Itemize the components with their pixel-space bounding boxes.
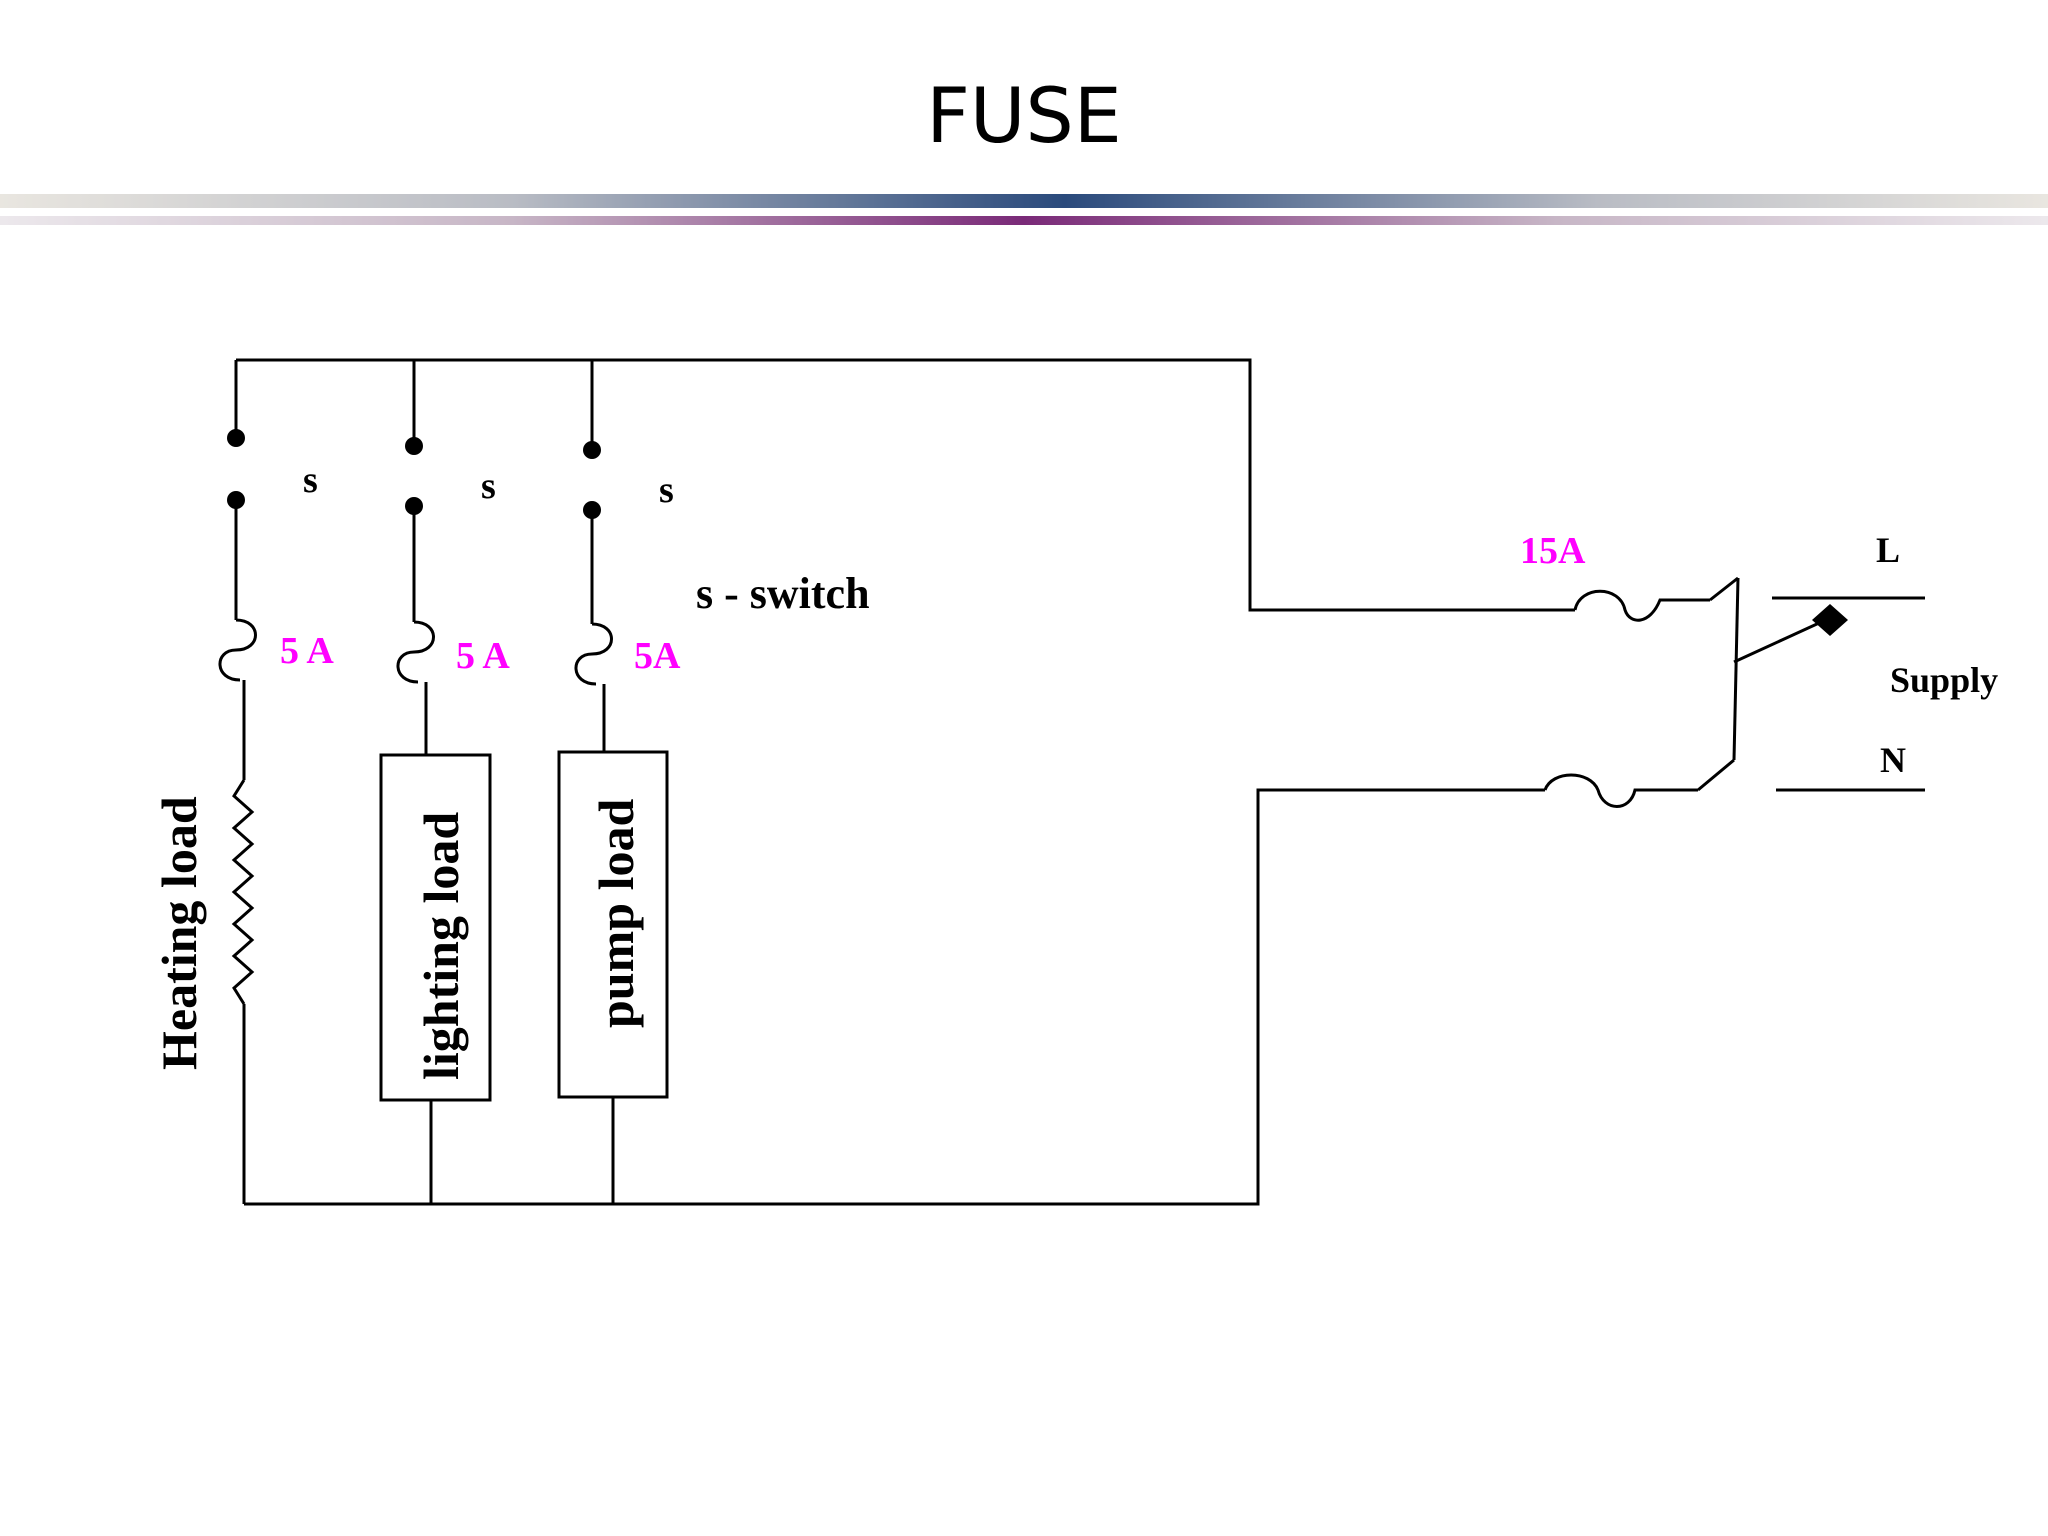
supply-neutral-label: N: [1880, 740, 1906, 780]
pump-fuse: [574, 622, 613, 686]
circuit-wires: [218, 358, 1925, 1206]
heating-fuse: [218, 618, 257, 682]
pump-switch-label: s: [659, 469, 674, 511]
main-switch-blade-neutral: [1697, 758, 1735, 792]
main-fuse-rating: 15A: [1520, 530, 1586, 572]
switch-contacts: [227, 429, 1848, 636]
top-bus-wire: [236, 358, 1575, 612]
slide-title: FUSE: [926, 71, 1122, 160]
switch-legend: s - switch: [696, 569, 870, 618]
bottom-bus-wire: [244, 788, 1545, 1206]
main-switch-knob: [1812, 604, 1848, 636]
supply-label: Supply: [1890, 660, 1998, 700]
lighting-switch-contact-top: [405, 437, 423, 455]
pump-switch-contact-bottom: [583, 501, 601, 519]
title-divider-bottom: [0, 216, 2048, 225]
heating-switch-label: s: [303, 459, 318, 501]
pump-switch-contact-top: [583, 441, 601, 459]
lighting-fuse: [396, 620, 435, 684]
main-fuse-line: [1573, 589, 1710, 622]
lighting-load-label: lighting load: [413, 812, 469, 1080]
main-switch-pole: [1732, 577, 1740, 761]
pump-fuse-rating: 5A: [634, 635, 681, 677]
lighting-switch-contact-bottom: [405, 497, 423, 515]
pump-load-label: pump load: [588, 799, 644, 1028]
lighting-fuse-rating: 5 A: [456, 635, 510, 677]
lighting-switch-label: s: [481, 465, 496, 507]
main-fuse-neutral: [1543, 773, 1698, 808]
lighting-load-box: [379, 753, 492, 1102]
heating-switch-contact-bottom: [227, 491, 245, 509]
main-switch-lever: [1733, 616, 1831, 664]
main-switch-blade-line: [1709, 576, 1739, 602]
title-divider-top: [0, 194, 2048, 208]
heating-resistor: [231, 779, 255, 1005]
supply-line-label: L: [1876, 530, 1900, 570]
heating-switch-contact-top: [227, 429, 245, 447]
heating-fuse-rating: 5 A: [280, 630, 334, 672]
heating-load-label: Heating load: [151, 796, 207, 1070]
